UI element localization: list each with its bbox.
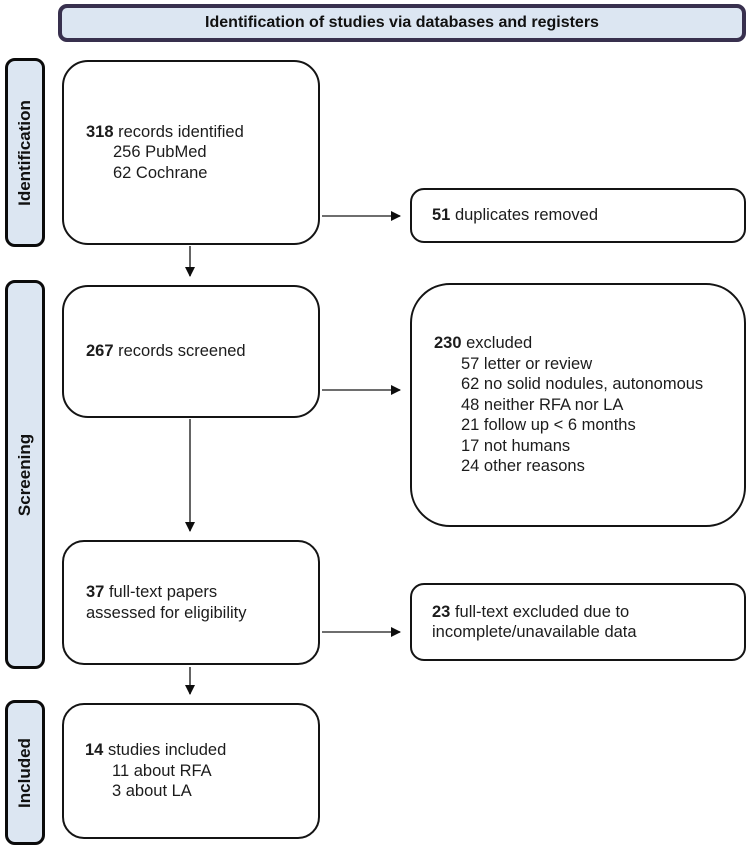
box-records-identified: 318 records identified 256 PubMed 62 Coc… xyxy=(62,60,320,245)
box-fulltext-assessed: 37 full-text papers assessed for eligibi… xyxy=(62,540,320,665)
exclusion-reason-letter-review: 57 letter or review xyxy=(461,354,593,373)
records-excluded-label: excluded xyxy=(466,334,533,353)
stage-label-identification: Identification xyxy=(15,99,34,206)
records-identified-label: records identified xyxy=(118,122,244,141)
box-studies-included-headline: 14 studies included xyxy=(85,740,306,761)
diagram-header-title: Identification of studies via databases … xyxy=(205,14,599,31)
fulltext-assessed-count: 37 xyxy=(86,583,105,601)
box-records-excluded: 230 excluded 57 letter or review 62 no s… xyxy=(410,283,746,527)
box-duplicates-removed-headline: 51 duplicates removed xyxy=(432,205,732,226)
box-records-identified-headline: 318 records identified xyxy=(86,122,306,143)
studies-included-label: studies included xyxy=(107,741,227,760)
records-excluded-count: 230 xyxy=(434,334,462,353)
box-records-excluded-headline: 230 excluded xyxy=(434,333,736,354)
box-records-screened-headline: 267 records screened xyxy=(86,341,306,362)
studies-included-la: 3 about LA xyxy=(112,782,192,801)
box-duplicates-removed: 51 duplicates removed xyxy=(410,188,746,243)
stage-bar-screening: Screening xyxy=(5,280,45,669)
studies-included-rfa: 11 about RFA xyxy=(112,761,212,780)
duplicates-removed-count: 51 xyxy=(432,206,451,225)
box-fulltext-excluded-headline: 23 full-text excluded due to incomplete/… xyxy=(432,602,674,643)
stage-label-included: Included xyxy=(15,737,34,808)
box-records-screened: 267 records screened xyxy=(62,285,320,418)
studies-included-count: 14 xyxy=(85,741,104,760)
fulltext-excluded-label: full-text excluded due to incomplete/una… xyxy=(432,602,637,642)
stage-bar-included: Included xyxy=(5,700,45,845)
stage-label-screening: Screening xyxy=(15,433,35,516)
fulltext-assessed-label: full-text papers assessed for eligibilit… xyxy=(86,583,247,622)
box-fulltext-excluded: 23 full-text excluded due to incomplete/… xyxy=(410,583,746,661)
records-identified-count: 318 xyxy=(86,122,114,141)
fulltext-excluded-count: 23 xyxy=(432,602,451,621)
diagram-header: Identification of studies via databases … xyxy=(58,4,746,42)
records-identified-source-cochrane: 62 Cochrane xyxy=(113,163,208,182)
exclusion-reason-neither-rfa-la: 48 neither RFA nor LA xyxy=(461,395,624,414)
stage-bar-identification: Identification xyxy=(5,58,45,247)
exclusion-reason-no-solid-nodules: 62 no solid nodules, autonomous xyxy=(461,375,704,394)
records-identified-source-pubmed: 256 PubMed xyxy=(113,143,207,162)
records-screened-label: records screened xyxy=(118,342,246,361)
exclusion-reason-followup: 21 follow up < 6 months xyxy=(461,416,636,435)
duplicates-removed-label: duplicates removed xyxy=(454,206,599,225)
exclusion-reason-other: 24 other reasons xyxy=(461,457,585,476)
box-fulltext-assessed-headline: 37 full-text papers assessed for eligibi… xyxy=(86,582,288,623)
box-studies-included: 14 studies included 11 about RFA 3 about… xyxy=(62,703,320,839)
records-screened-count: 267 xyxy=(86,342,114,361)
exclusion-reason-not-humans: 17 not humans xyxy=(461,436,571,455)
